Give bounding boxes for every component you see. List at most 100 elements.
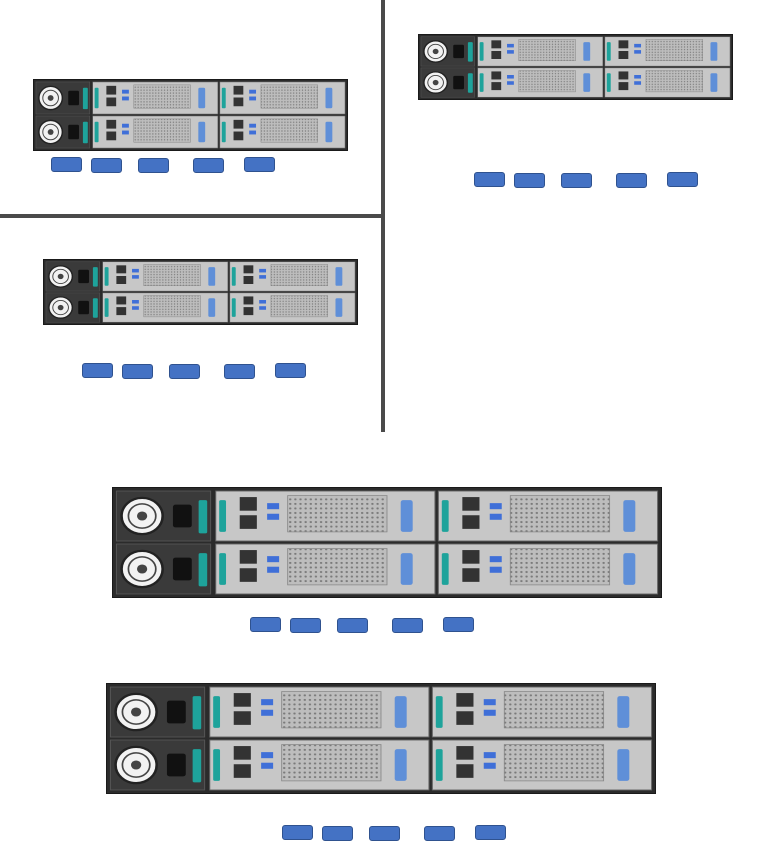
ethernet-port-icon [239,550,257,564]
usb-port-icon [132,300,139,304]
panel-4-button-4[interactable] [392,618,423,633]
usb-port-icon [249,123,257,128]
ethernet-port-icon [618,40,629,49]
panel-1-button-5[interactable] [244,157,275,172]
ethernet-port-icon [116,265,127,274]
power-socket-icon [453,75,464,90]
usb-port-icon [634,75,642,79]
power-socket-icon [78,269,89,284]
ethernet-port-icon [233,119,244,129]
vga-port-icon [710,73,718,92]
ethernet-port-icon [456,746,474,760]
panel-5-button-4[interactable] [424,826,455,841]
vga-port-icon [335,298,343,317]
server-rear-chassis-icon [112,487,662,598]
power-socket-icon [68,90,79,106]
vertical-divider [381,0,385,432]
usb-port-icon [259,268,267,273]
server-rear-chassis-icon [106,683,656,794]
ethernet-port-icon [116,296,127,305]
usb-port-icon [249,89,257,94]
ethernet-port-icon [462,497,480,511]
vga-port-icon [617,696,630,728]
vga-port-icon [710,42,718,61]
ethernet-port-icon [233,746,251,760]
ethernet-port-icon [456,693,474,707]
panel-1-button-4[interactable] [193,158,224,173]
usb-port-icon [483,752,496,759]
vga-port-icon [325,121,333,143]
power-socket-icon [166,753,186,777]
panel-1-button-2[interactable] [91,158,122,173]
power-socket-icon [172,557,192,581]
power-socket-icon [166,700,186,724]
usb-port-icon [634,43,642,48]
vga-port-icon [394,696,407,728]
usb-port-icon [261,699,274,706]
ethernet-port-icon [233,85,244,95]
usb-port-icon [489,503,502,510]
panel-5-button-5[interactable] [475,825,506,840]
vga-port-icon [335,267,343,286]
panel-5-button-3[interactable] [369,826,400,841]
panel-3-button-4[interactable] [224,364,255,379]
panel-1-button-1[interactable] [51,157,82,172]
ethernet-port-icon [233,693,251,707]
usb-port-icon [267,556,280,563]
horizontal-divider [0,214,383,218]
power-socket-icon [78,300,89,315]
panel-3-button-1[interactable] [82,363,113,378]
panel-1-button-3[interactable] [138,158,169,173]
vga-port-icon [583,73,591,92]
ethernet-port-icon [462,550,480,564]
power-socket-icon [68,124,79,140]
usb-port-icon [507,75,514,79]
power-socket-icon [453,44,464,59]
usb-port-icon [489,556,502,563]
server-rear-chassis-icon [43,259,358,325]
ethernet-port-icon [243,265,254,274]
panel-3-button-2[interactable] [122,364,153,379]
ethernet-port-icon [491,40,502,49]
usb-port-icon [507,43,514,48]
panel-2-button-2[interactable] [514,173,545,188]
panel-5-button-1[interactable] [282,825,313,840]
ethernet-port-icon [106,85,117,95]
vga-port-icon [325,87,333,109]
vga-port-icon [198,121,206,143]
panel-2-button-5[interactable] [667,172,698,187]
usb-port-icon [122,89,129,94]
vga-port-icon [617,749,630,781]
panel-4-button-3[interactable] [337,618,368,633]
vga-port-icon [623,500,636,532]
server-rear-chassis-icon [418,34,733,100]
panel-3-button-3[interactable] [169,364,200,379]
vga-port-icon [583,42,591,61]
usb-port-icon [259,300,267,304]
ethernet-port-icon [239,497,257,511]
panel-3-button-5[interactable] [275,363,306,378]
vga-port-icon [208,267,216,286]
vga-port-icon [394,749,407,781]
vga-port-icon [208,298,216,317]
vga-port-icon [623,553,636,585]
panel-2-button-3[interactable] [561,173,592,188]
panel-4-button-2[interactable] [290,618,321,633]
usb-port-icon [483,699,496,706]
panel-5-button-2[interactable] [322,826,353,841]
ethernet-port-icon [618,71,629,80]
panel-4-button-1[interactable] [250,617,281,632]
power-socket-icon [172,504,192,528]
ethernet-port-icon [243,296,254,305]
usb-port-icon [132,268,139,273]
usb-port-icon [122,123,129,128]
usb-port-icon [261,752,274,759]
panel-2-button-4[interactable] [616,173,647,188]
server-rear-chassis-icon [33,79,348,151]
usb-port-icon [267,503,280,510]
vga-port-icon [400,553,413,585]
vga-port-icon [400,500,413,532]
panel-4-button-5[interactable] [443,617,474,632]
vga-port-icon [198,87,206,109]
panel-2-button-1[interactable] [474,172,505,187]
